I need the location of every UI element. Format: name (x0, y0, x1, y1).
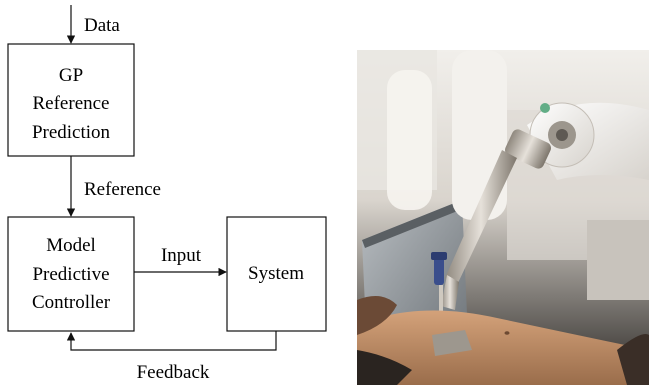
control-block-diagram: Data GP Reference Prediction Reference M… (7, 5, 327, 383)
gp-block-line-2: Reference (33, 93, 110, 114)
model-predictive-controller-block (7, 216, 135, 332)
blue-handle (434, 255, 444, 285)
system-label: System (248, 263, 304, 284)
operator-hand-left (357, 296, 397, 335)
feedback-arrow (66, 331, 277, 351)
patient-phantom (357, 310, 649, 385)
instrument-shaft (445, 150, 517, 285)
robot-photo (357, 50, 649, 385)
mpc-block-line-1: Model (46, 235, 96, 256)
mpc-block-line-2: Predictive (32, 264, 109, 285)
gp-block-line-1: GP (59, 65, 83, 86)
reference-label: Reference (84, 179, 161, 200)
input-label: Input (161, 245, 202, 266)
robot-photo-illustration (357, 50, 649, 385)
system-block (226, 216, 327, 332)
operator-hand-right (617, 334, 649, 385)
mpc-block-line-3: Controller (32, 292, 111, 313)
data-label: Data (84, 15, 120, 36)
feedback-label: Feedback (137, 362, 210, 383)
gp-block-line-3: Prediction (32, 122, 111, 143)
